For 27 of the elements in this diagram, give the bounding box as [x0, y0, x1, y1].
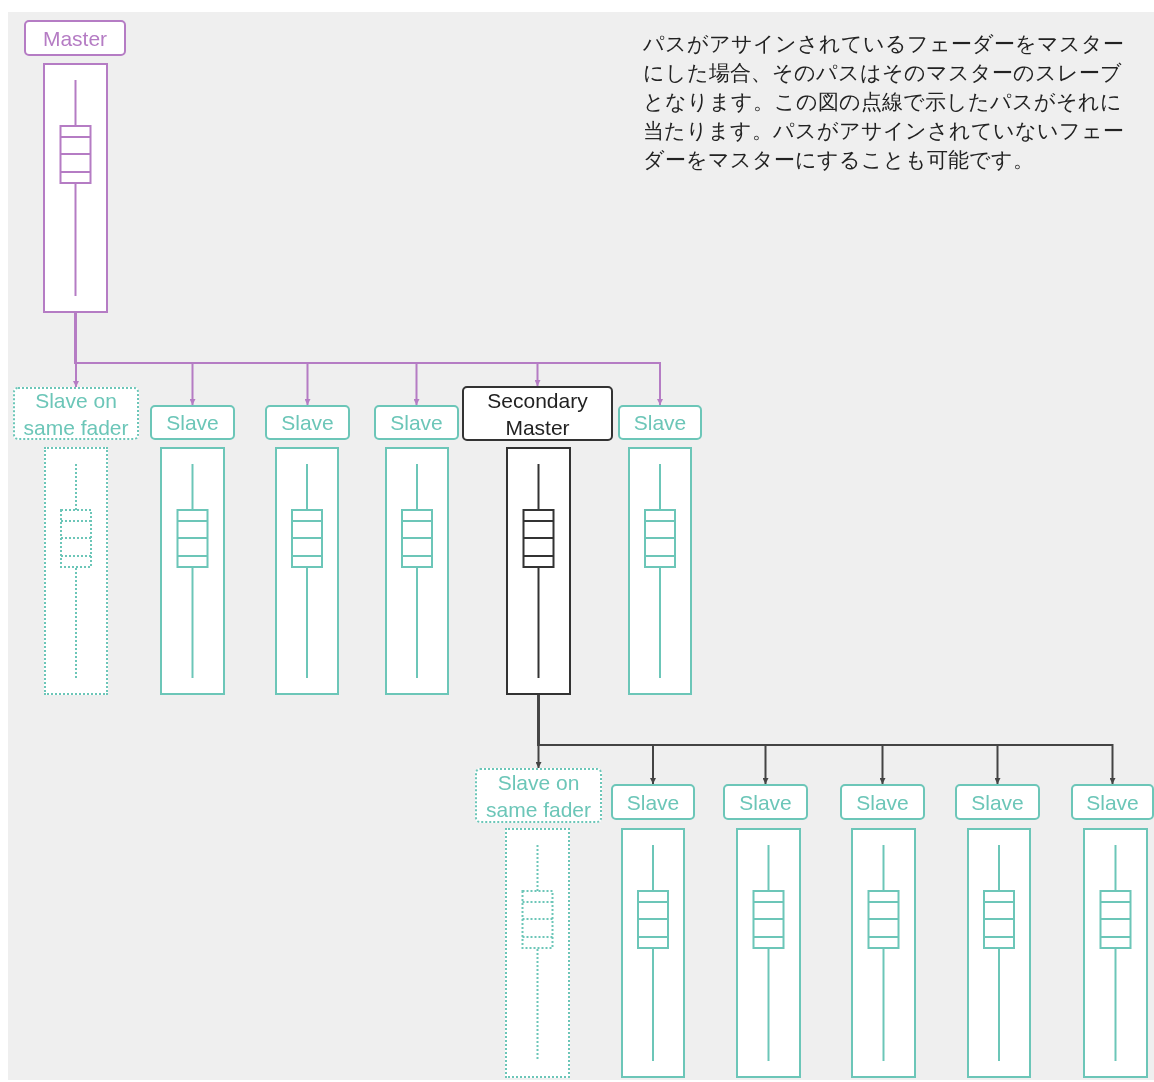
fader-panel — [736, 828, 801, 1078]
fader-label: Slave — [840, 784, 925, 820]
fader-label: Slave — [611, 784, 695, 820]
fader-label: Slave — [955, 784, 1040, 820]
fader-label: Slave — [150, 405, 235, 440]
fader-panel — [1083, 828, 1148, 1078]
fader-panel — [505, 828, 570, 1078]
fader-label: Secondary Master — [462, 386, 613, 441]
fader-panel — [385, 447, 449, 695]
fader-panel — [44, 447, 108, 695]
fader-label: Slave on same fader — [475, 768, 602, 823]
fader-label: Slave — [723, 784, 808, 820]
fader-panel — [275, 447, 339, 695]
fader-panel — [506, 447, 571, 695]
fader-panel — [851, 828, 916, 1078]
note-text: パスがアサインされているフェーダーをマスターにした場合、そのパスはそのマスターのスレーブとなります。この図の点線で示したパスがそれに当たります。パスがアサインされていないフェーダーをマスターにすることも可能です。 — [643, 31, 1125, 174]
fader-label: Slave — [618, 405, 702, 440]
fader-panel — [160, 447, 225, 695]
fader-label: Slave — [374, 405, 459, 440]
fader-label: Master — [24, 20, 126, 56]
fader-label: Slave — [1071, 784, 1154, 820]
fader-panel — [621, 828, 685, 1078]
fader-label: Slave — [265, 405, 350, 440]
fader-panel — [967, 828, 1031, 1078]
fader-panel — [43, 63, 108, 313]
fader-label: Slave on same fader — [13, 387, 139, 440]
fader-panel — [628, 447, 692, 695]
